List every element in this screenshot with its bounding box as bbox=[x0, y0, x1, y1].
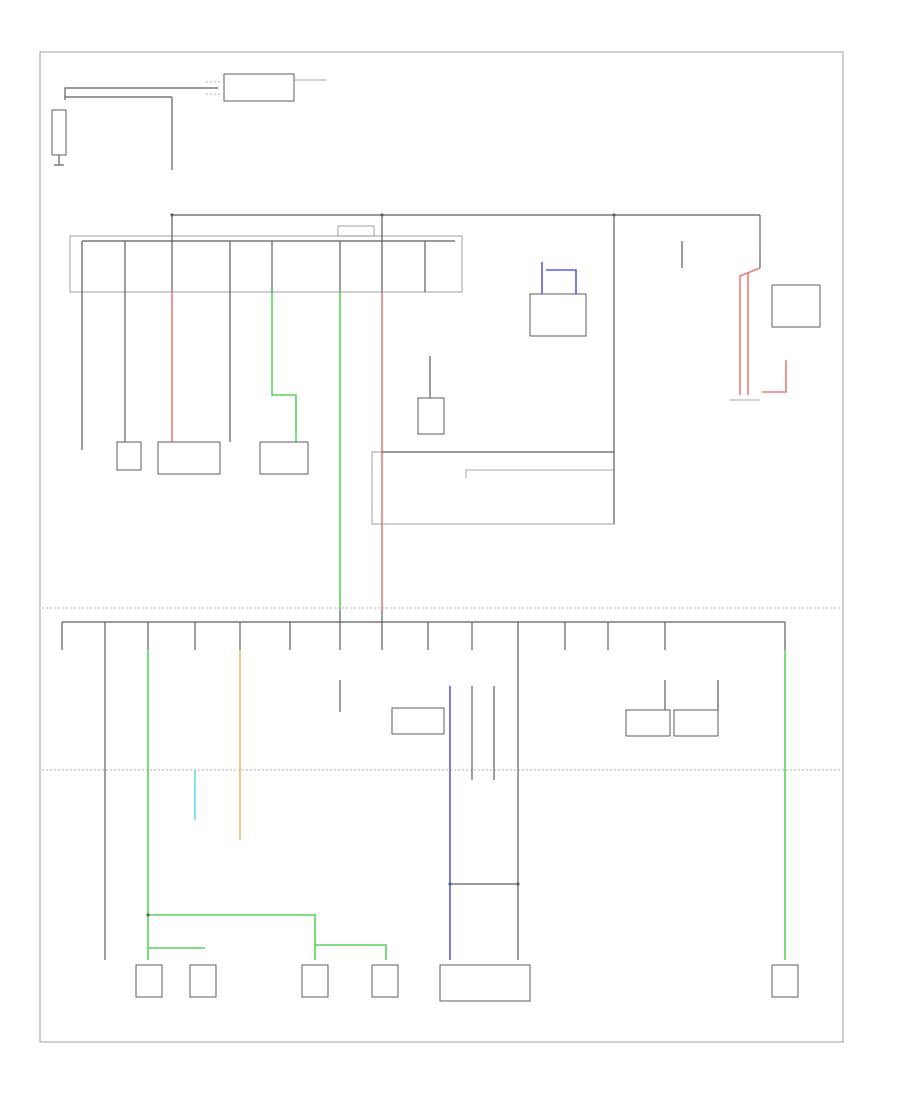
wire-red-right bbox=[739, 267, 761, 395]
component-box-4 bbox=[529, 293, 587, 337]
relay-box bbox=[417, 397, 445, 435]
component-box-9 bbox=[135, 964, 163, 998]
component-box-6 bbox=[391, 707, 445, 735]
component-box-5 bbox=[771, 284, 821, 328]
fuse-block-left bbox=[69, 215, 463, 293]
component-box-3 bbox=[259, 441, 309, 475]
wire-green-left bbox=[271, 292, 297, 442]
component-box-14 bbox=[771, 964, 799, 998]
component-box-11 bbox=[301, 964, 329, 998]
component-box-10 bbox=[189, 964, 217, 998]
battery-symbol bbox=[51, 109, 67, 156]
fuse-block-lower bbox=[61, 610, 786, 650]
control-module-frame bbox=[371, 451, 615, 525]
component-box-8 bbox=[673, 709, 719, 737]
center-control-module bbox=[371, 356, 615, 525]
diagram-frame bbox=[39, 51, 844, 1043]
battery-cable bbox=[64, 87, 218, 100]
component-box-7 bbox=[625, 709, 671, 737]
component-box-1 bbox=[116, 441, 142, 471]
component-box-12 bbox=[371, 964, 399, 998]
component-box-13 bbox=[439, 964, 531, 1002]
under-hood-relay-box bbox=[223, 73, 295, 102]
component-box-2 bbox=[157, 441, 221, 475]
battery-section bbox=[51, 73, 326, 170]
fuse-block-frame bbox=[69, 235, 463, 293]
wire-green-harness bbox=[148, 914, 316, 960]
